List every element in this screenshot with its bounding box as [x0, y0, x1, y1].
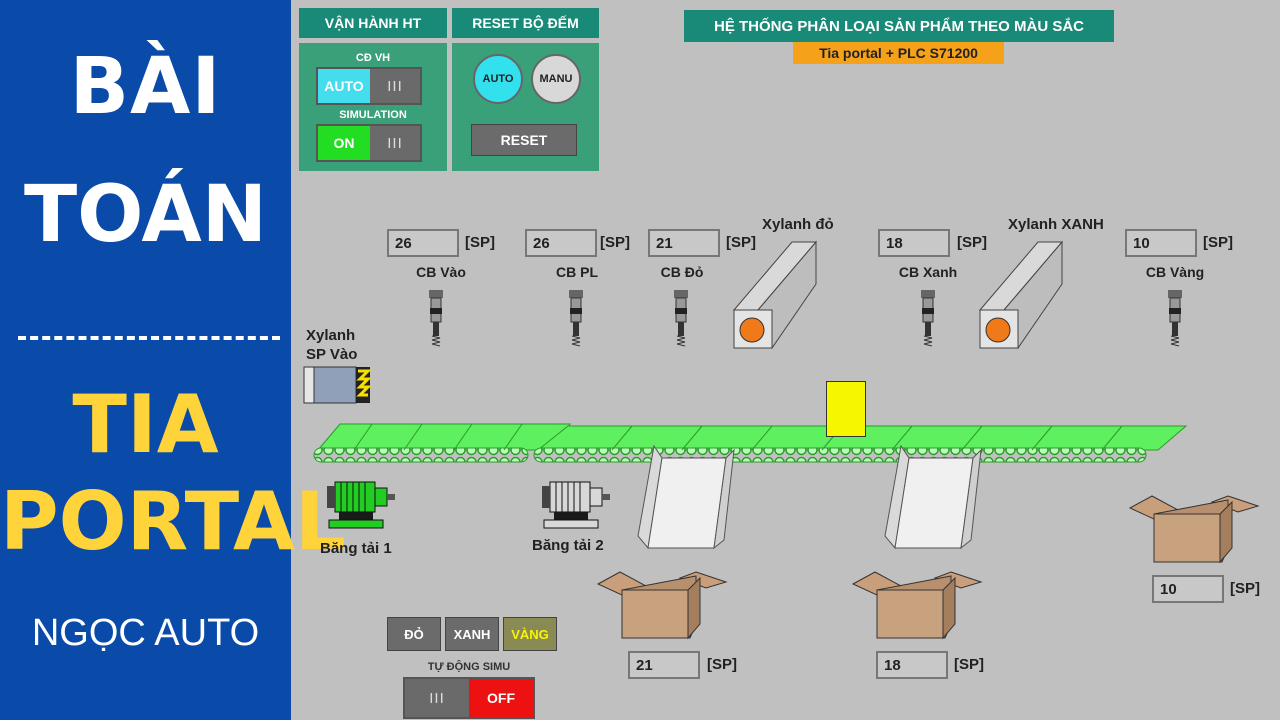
unit-cb-pl: [SP] — [600, 234, 630, 251]
counter-cb-xanh: 18 — [878, 229, 950, 257]
pneumatic-cylinder-icon[interactable] — [978, 240, 1068, 352]
simulation-value: ON — [318, 126, 370, 160]
system-subtitle: Tia portal + PLC S71200 — [793, 42, 1004, 64]
reset-manu-button[interactable]: MANU — [531, 54, 581, 104]
reset-panel: AUTO MANU RESET — [452, 43, 599, 171]
banner-line-3: TIA — [72, 378, 219, 471]
banner-line-1: BÀI — [69, 42, 222, 132]
input-cylinder-label-1: Xylanh — [306, 327, 356, 344]
operation-panel: CĐ VH AUTO III SIMULATION ON III — [299, 43, 447, 171]
counter-cb-pl: 26 — [525, 229, 597, 257]
simulation-toggle[interactable]: ON III — [316, 124, 422, 162]
simulation-label: SIMULATION — [339, 109, 407, 121]
counter-cb-vao: 26 — [387, 229, 459, 257]
auto-simu-on-side: III — [405, 679, 469, 717]
auto-simu-value: OFF — [469, 679, 533, 717]
banner-line-4: PORTAL — [0, 475, 346, 568]
reset-auto-button[interactable]: AUTO — [473, 54, 523, 104]
mode-label: CĐ VH — [355, 52, 391, 64]
proximity-sensor-icon — [429, 290, 443, 347]
color-blue-button[interactable]: XANH — [445, 617, 499, 651]
input-cylinder-label-2: SP Vào — [306, 346, 358, 363]
cylinder-red-label: Xylanh đỏ — [762, 216, 834, 233]
pneumatic-cylinder-icon[interactable] — [732, 240, 822, 352]
operation-panel-header: VẬN HÀNH HT — [299, 8, 447, 38]
counter-box-blue: 18 — [876, 651, 948, 679]
banner-author: NGỌC AUTO — [31, 612, 260, 654]
unit-cb-vao: [SP] — [465, 234, 495, 251]
mode-off-side: III — [370, 69, 420, 103]
counter-cb-vang: 10 — [1125, 229, 1197, 257]
cylinder-blue-label: Xylanh XANH — [1008, 216, 1104, 233]
conveyor-2-label: Băng tải 2 — [532, 537, 604, 554]
box-blue-icon — [851, 571, 983, 640]
sensor-label-cb-do: CB Đỏ — [660, 264, 704, 280]
counter-cb-do: 21 — [648, 229, 720, 257]
color-red-button[interactable]: ĐỎ — [387, 617, 441, 651]
proximity-sensor-icon — [921, 290, 935, 347]
input-cylinder-icon[interactable] — [303, 366, 371, 404]
motor-icon[interactable] — [540, 474, 612, 530]
chute-blue — [884, 444, 982, 550]
sensor-label-cb-xanh: CB Xanh — [898, 264, 958, 280]
unit-cb-xanh: [SP] — [957, 234, 987, 251]
proximity-sensor-icon — [569, 290, 583, 347]
conveyor-belts — [313, 423, 1188, 463]
reset-button[interactable]: RESET — [471, 124, 577, 156]
proximity-sensor-icon — [1168, 290, 1182, 347]
box-yellow-icon — [1128, 495, 1260, 564]
box-red-icon — [596, 571, 728, 640]
color-yellow-button[interactable]: VÀNG — [503, 617, 557, 651]
unit-cb-do: [SP] — [726, 234, 756, 251]
mode-value: AUTO — [318, 69, 370, 103]
unit-box-yellow: [SP] — [1230, 580, 1260, 597]
banner-line-2: TOÁN — [23, 170, 268, 260]
mode-toggle[interactable]: AUTO III — [316, 67, 422, 105]
title-banner: BÀI TOÁN TIA PORTAL NGỌC AUTO — [0, 0, 346, 720]
reset-panel-header: RESET BỘ ĐẾM — [452, 8, 599, 38]
auto-simu-toggle[interactable]: III OFF — [403, 677, 535, 719]
sensor-label-cb-vao: CB Vào — [416, 264, 466, 280]
unit-box-blue: [SP] — [954, 656, 984, 673]
sensor-label-cb-pl: CB PL — [556, 264, 598, 280]
counter-box-yellow: 10 — [1152, 575, 1224, 603]
auto-simu-label: TỰ ĐỘNG SIMU — [427, 661, 511, 673]
chute-red — [637, 444, 735, 550]
sensor-label-cb-vang: CB Vàng — [1145, 264, 1205, 280]
unit-box-red: [SP] — [707, 656, 737, 673]
yellow-product — [826, 381, 866, 437]
unit-cb-vang: [SP] — [1203, 234, 1233, 251]
banner-divider — [18, 336, 280, 340]
proximity-sensor-icon — [674, 290, 688, 347]
counter-box-red: 21 — [628, 651, 700, 679]
conveyor-1-label: Băng tải 1 — [320, 540, 392, 557]
motor-icon[interactable] — [325, 474, 397, 530]
simulation-off-side: III — [370, 126, 420, 160]
system-title: HỆ THỐNG PHÂN LOẠI SẢN PHẨM THEO MÀU SẮC — [684, 10, 1114, 42]
